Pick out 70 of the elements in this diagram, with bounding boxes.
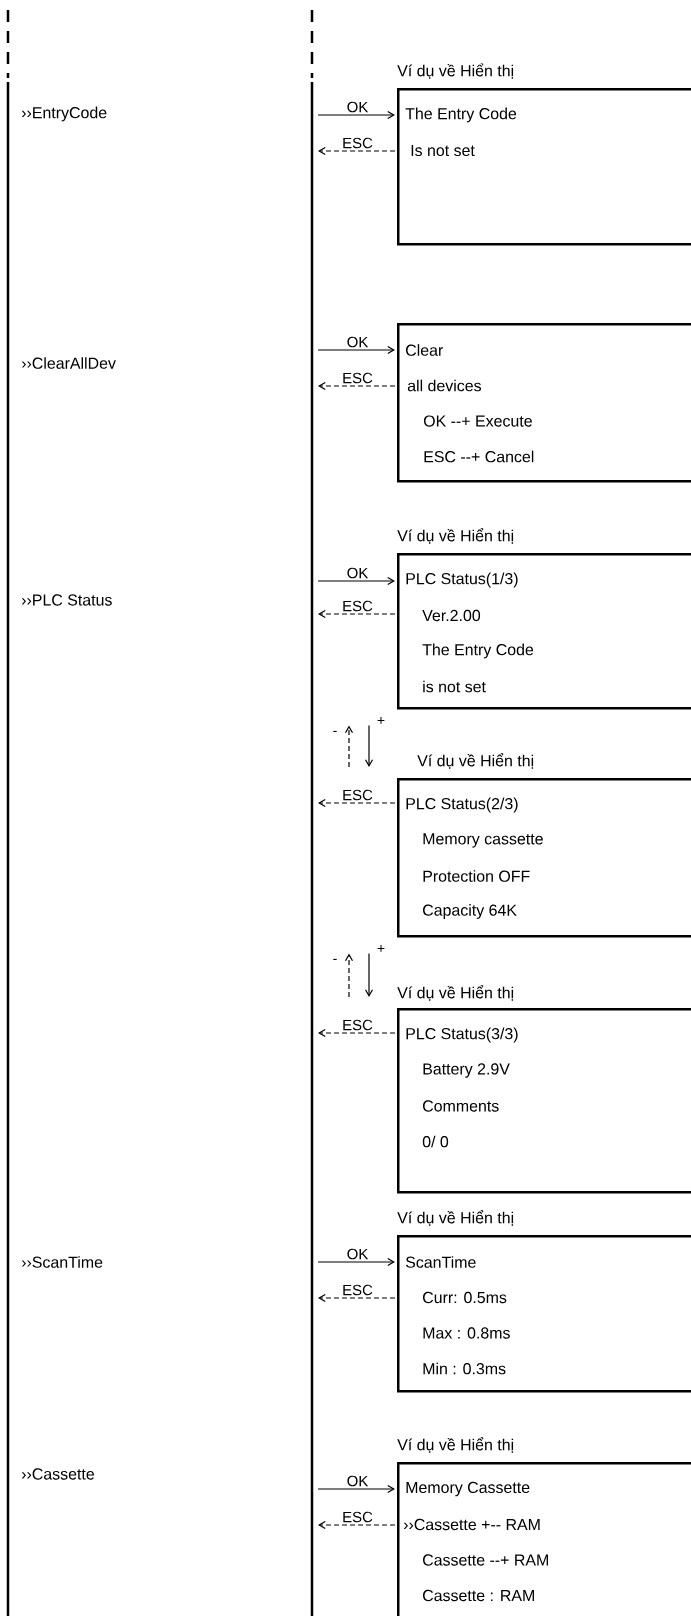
node-label: ScanTime bbox=[405, 1256, 476, 1268]
node-label: The Entry Code bbox=[422, 643, 534, 659]
node-label: PLC Status(3/3) bbox=[406, 1027, 518, 1043]
heading-text: Ví dụ về Hiển thị bbox=[397, 985, 514, 1001]
display-screen: PLC Status(1/3) Ver.2.00 The Entry Code is not set bbox=[397, 553, 691, 710]
arrow bbox=[318, 381, 396, 391]
display-screen: Clear all devices OK --+ Execute ESC --+ Cancel bbox=[397, 323, 691, 483]
edge-label: + bbox=[376, 716, 386, 726]
edge-label: OK bbox=[346, 567, 369, 579]
menu-item: ››EntryCode bbox=[21, 106, 107, 122]
edge-label: OK bbox=[346, 1248, 369, 1260]
display-screen: PLC Status(2/3) Memory cassette Protection OFF Capacity 64K bbox=[397, 778, 691, 938]
node-label: ››Cassette +-- RAM bbox=[403, 1518, 540, 1531]
menu-item: ››ScanTime bbox=[21, 1256, 103, 1268]
edge-label: ESC bbox=[341, 1019, 374, 1031]
edge-label: + bbox=[376, 944, 386, 954]
heading-text: Ví dụ về Hiển thị bbox=[417, 753, 534, 769]
menu-item: ››Cassette bbox=[21, 1468, 94, 1480]
node-label: Capacity 64K bbox=[423, 904, 517, 919]
node-label: Memory Cassette bbox=[406, 1481, 530, 1497]
arrow bbox=[344, 725, 354, 768]
arrow bbox=[344, 953, 354, 998]
menu-item: ››ClearAllDev bbox=[21, 357, 116, 369]
edge-label: ESC bbox=[341, 1511, 374, 1523]
node-label: Curr: 0.5ms bbox=[423, 1291, 507, 1304]
edge-label: ESC bbox=[341, 137, 374, 149]
arrow bbox=[318, 146, 396, 156]
edge-label: ESC bbox=[341, 1284, 374, 1296]
arrow bbox=[317, 1484, 395, 1494]
heading-text: Ví dụ về Hiển thị bbox=[397, 1437, 514, 1453]
menu-item: ››PLC Status bbox=[21, 594, 112, 606]
heading-text: Ví dụ về Hiển thị bbox=[397, 1210, 514, 1226]
arrow bbox=[318, 1028, 396, 1038]
node-label: Cassette : RAM bbox=[423, 1589, 534, 1602]
node-label: Cassette --+ RAM bbox=[423, 1554, 548, 1566]
node-label: Memory cassette bbox=[423, 833, 543, 848]
node-label: Battery 2.9V bbox=[423, 1063, 510, 1078]
node-label: PLC Status(2/3) bbox=[406, 797, 518, 813]
edge-label: OK bbox=[346, 1475, 369, 1487]
display-screen: PLC Status(3/3) Battery 2.9V Comments 0/ 0 bbox=[397, 1008, 691, 1194]
edge-label: OK bbox=[346, 336, 369, 348]
edge-label: ESC bbox=[341, 372, 374, 384]
node-label: Comments bbox=[423, 1100, 499, 1112]
edge-label: ESC bbox=[341, 600, 374, 612]
arrow bbox=[317, 345, 395, 355]
edge-label: ESC bbox=[341, 789, 374, 801]
arrow bbox=[317, 576, 395, 586]
arrow bbox=[317, 1257, 395, 1267]
node-label: Ver.2.00 bbox=[422, 609, 481, 622]
arrow bbox=[317, 110, 395, 120]
node-label: is not set bbox=[423, 680, 486, 693]
heading-text: Ví dụ về Hiển thị bbox=[397, 63, 514, 79]
node-label: 0/ 0 bbox=[422, 1135, 449, 1148]
arrow bbox=[364, 724, 374, 767]
node-label: Max : 0.8ms bbox=[423, 1327, 510, 1339]
edge-label: - bbox=[332, 730, 338, 736]
edge-label: - bbox=[332, 958, 338, 964]
edge-label: OK bbox=[346, 101, 369, 113]
display-screen: The Entry Code Is not set bbox=[397, 88, 691, 246]
arrow bbox=[318, 798, 396, 808]
node-label: Min : 0.3ms bbox=[423, 1362, 506, 1375]
node-label: PLC Status(1/3) bbox=[406, 572, 518, 588]
node-label: Protection OFF bbox=[423, 870, 530, 882]
arrow bbox=[318, 1520, 396, 1530]
arrow bbox=[364, 952, 374, 997]
display-screen: Memory Cassette ››Cassette +-- RAM Cassette --+ RAM Cassette : RAM bbox=[397, 1462, 691, 1616]
display-screen: ScanTime Curr: 0.5ms Max : 0.8ms Min : 0.3ms bbox=[397, 1235, 691, 1393]
arrow bbox=[318, 609, 396, 619]
heading-text: Ví dụ về Hiển thị bbox=[397, 528, 514, 544]
arrow bbox=[318, 1293, 396, 1303]
